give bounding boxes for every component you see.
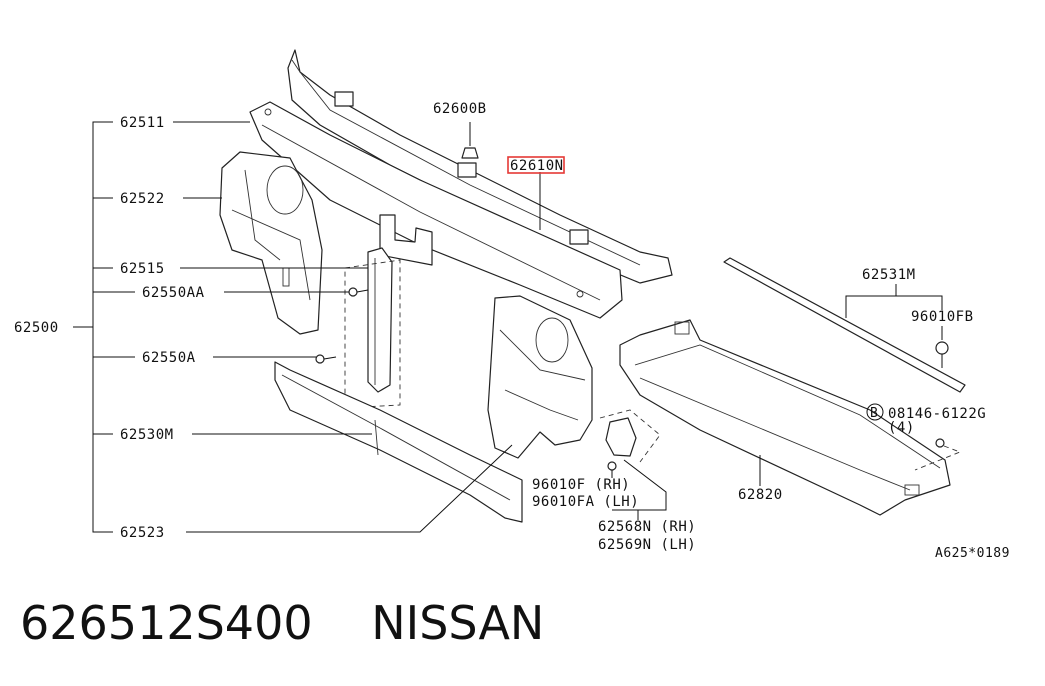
caption: 626512S400 NISSAN (20, 596, 544, 650)
clip-62600B (461, 122, 479, 159)
callout-62610N: 62610N (510, 158, 564, 174)
clip-96010FB (935, 341, 949, 368)
callout-62820: 62820 (738, 487, 783, 503)
circle-b-symbol (866, 403, 884, 421)
left-side-bracket-part (219, 151, 323, 335)
callout-62515: 62515 (120, 261, 165, 277)
callout-62600B: 62600B (433, 101, 487, 117)
callout-96010F: 96010F (RH) (532, 477, 630, 493)
upper-tie-bar-part (249, 101, 623, 319)
bolt-62550A (315, 354, 337, 364)
callout-08146-symbol: B (870, 406, 878, 421)
callout-62523: 62523 (120, 525, 165, 541)
small-shield-part (599, 409, 661, 471)
seal-strip-part (723, 257, 966, 393)
highlight-box (507, 156, 565, 174)
undercover-part (619, 319, 951, 516)
leader-lines (73, 121, 943, 533)
bolt-08146 (914, 438, 962, 471)
callout-08146-6122G: 08146-6122G (888, 406, 986, 422)
vertical-stay-part (344, 247, 401, 409)
callout-62568N: 62568N (RH) (598, 519, 696, 535)
callout-62511: 62511 (120, 115, 165, 131)
callout-62522: 62522 (120, 191, 165, 207)
callout-62550AA: 62550AA (142, 285, 205, 301)
callout-62569N: 62569N (LH) (598, 537, 696, 553)
callout-62530M: 62530M (120, 427, 174, 443)
brand-name: NISSAN (371, 596, 545, 650)
lower-tie-bar-part (274, 361, 523, 523)
callout-62531M: 62531M (862, 267, 916, 283)
callout-08146-qty: (4) (888, 420, 915, 436)
right-side-bracket-part (487, 295, 593, 459)
callout-96010FB: 96010FB (911, 309, 974, 325)
callout-62500: 62500 (14, 320, 59, 336)
part-number: 626512S400 (20, 596, 313, 650)
bolt-62550AA (348, 287, 369, 297)
diagram-ref-code: A625*0189 (935, 546, 1010, 561)
callout-96010FA: 96010FA (LH) (532, 494, 639, 510)
callout-62550A: 62550A (142, 350, 196, 366)
upper-support-part (287, 49, 673, 284)
